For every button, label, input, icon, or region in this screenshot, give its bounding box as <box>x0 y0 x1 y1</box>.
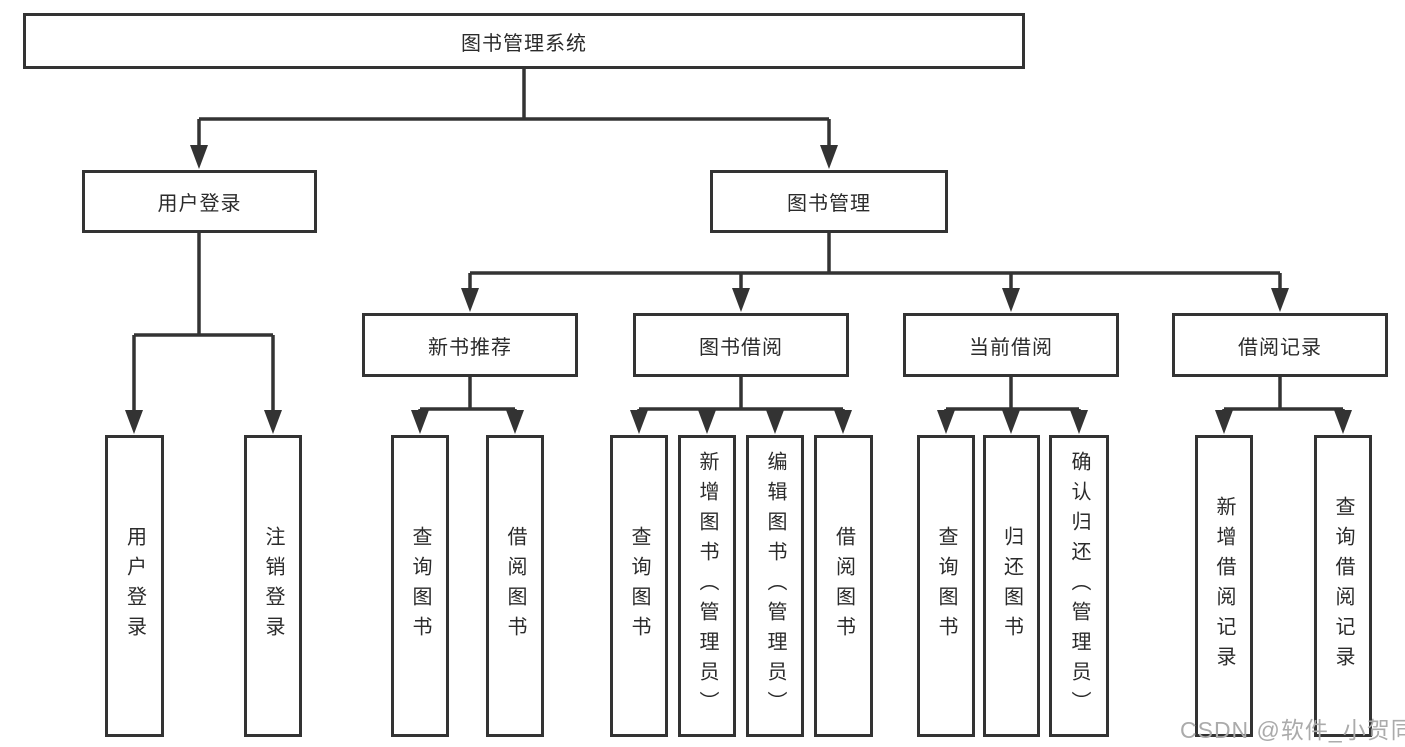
node-new-book-recommend-label: 新书推荐 <box>428 336 512 359</box>
leaf-user-login: 用户登录 <box>105 435 164 737</box>
node-book-management: 图书管理 <box>710 170 948 233</box>
leaf-user-login-label: 用户登录 <box>123 526 146 646</box>
leaf-add-borrow-record-label: 新增借阅记录 <box>1213 496 1235 676</box>
leaf-query-books-current-label: 查询图书 <box>935 526 957 646</box>
leaf-add-book-admin: 新增图书（管理员） <box>678 435 736 737</box>
leaf-edit-book-admin-label: 编辑图书（管理员） <box>764 451 786 721</box>
leaf-confirm-return-admin: 确认归还（管理员） <box>1049 435 1109 737</box>
leaf-borrow-books-borrow: 借阅图书 <box>814 435 873 737</box>
leaf-logout-label: 注销登录 <box>262 526 284 646</box>
connector-user-login-to-leaves <box>125 233 282 434</box>
leaf-borrow-books-recommend: 借阅图书 <box>486 435 544 737</box>
node-current-borrow-label: 当前借阅 <box>969 336 1053 359</box>
leaf-query-books-borrow: 查询图书 <box>610 435 668 737</box>
node-root: 图书管理系统 <box>23 13 1025 69</box>
leaf-return-book: 归还图书 <box>983 435 1040 737</box>
node-user-login-label: 用户登录 <box>157 193 242 215</box>
node-root-label: 图书管理系统 <box>461 32 587 55</box>
leaf-query-borrow-record-label: 查询借阅记录 <box>1332 496 1354 676</box>
connector-book-borrow-to-leaves <box>630 377 852 434</box>
leaf-query-books-current: 查询图书 <box>917 435 975 737</box>
node-new-book-recommend: 新书推荐 <box>362 313 578 377</box>
leaf-confirm-return-admin-label: 确认归还（管理员） <box>1068 451 1090 721</box>
leaf-query-books-borrow-label: 查询图书 <box>628 526 650 646</box>
connector-new-book-recommend-to-leaves <box>411 377 524 434</box>
node-borrow-records-label: 借阅记录 <box>1238 336 1322 359</box>
node-current-borrow: 当前借阅 <box>903 313 1119 377</box>
node-book-management-label: 图书管理 <box>787 193 871 215</box>
leaf-add-borrow-record: 新增借阅记录 <box>1195 435 1253 737</box>
leaf-query-books-recommend-label: 查询图书 <box>409 526 431 646</box>
connector-borrow-records-to-leaves <box>1215 377 1352 434</box>
connector-book-management-to-level3 <box>461 233 1289 312</box>
leaf-borrow-books-borrow-label: 借阅图书 <box>832 526 855 646</box>
leaf-logout: 注销登录 <box>244 435 302 737</box>
leaf-add-book-admin-label: 新增图书（管理员） <box>696 451 718 721</box>
connector-current-borrow-to-leaves <box>937 377 1088 434</box>
node-book-borrow: 图书借阅 <box>633 313 849 377</box>
leaf-query-books-recommend: 查询图书 <box>391 435 449 737</box>
node-borrow-records: 借阅记录 <box>1172 313 1388 377</box>
leaf-query-borrow-record: 查询借阅记录 <box>1314 435 1372 737</box>
leaf-return-book-label: 归还图书 <box>1000 526 1023 646</box>
csdn-watermark: CSDN @软件_小贺同学 <box>1180 717 1405 743</box>
node-user-login: 用户登录 <box>82 170 317 233</box>
leaf-borrow-books-recommend-label: 借阅图书 <box>504 526 526 646</box>
node-book-borrow-label: 图书借阅 <box>699 336 783 359</box>
connector-root-to-level2 <box>190 69 838 169</box>
leaf-edit-book-admin: 编辑图书（管理员） <box>746 435 804 737</box>
